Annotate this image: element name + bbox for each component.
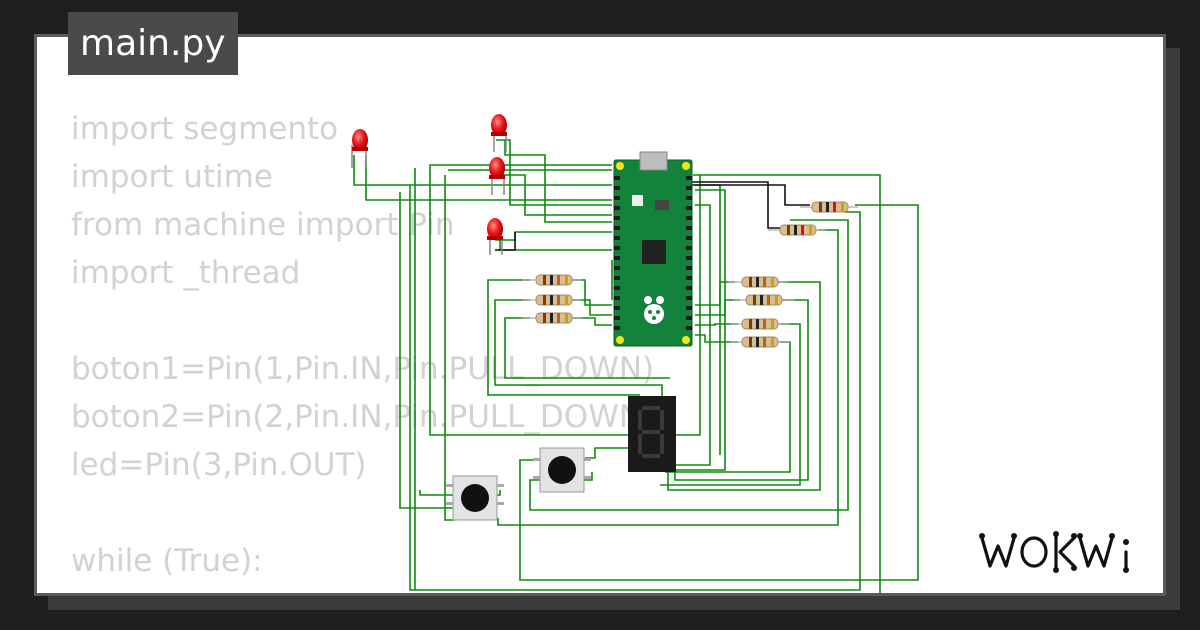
resistor [728,276,788,288]
code-line: boton1=Pin(1,Pin.IN,Pin.PULL_DOWN) [71,351,655,387]
led-3 [489,157,505,195]
resistor [768,224,826,236]
resistor [734,294,794,306]
code-line: import utime [71,159,273,195]
code-line: led=Pin(3,Pin.OUT) [71,447,367,483]
code-line: if boton1.value(): [71,585,654,593]
raspberry-logo-icon [644,296,664,324]
resistor [800,201,858,213]
code-background: import segmento import utime from machine … [71,105,655,593]
resistor [522,312,582,324]
led-1 [351,129,368,168]
code-line: import segmento [71,111,339,147]
led-4 [487,218,503,255]
resistor [730,336,790,348]
file-name-tab: main.py [68,12,238,75]
resistor [522,274,582,286]
seven-segment-display [628,396,676,472]
resistor [522,294,582,306]
raspberry-pi-pico-board [613,151,693,347]
wokwi-logo [976,526,1156,585]
push-button-1 [446,475,504,521]
project-preview-card: import segmento import utime from machine … [34,34,1166,596]
code-line: from machine import Pin [71,207,455,243]
led-2 [491,114,507,152]
code-line: while (True): [71,543,263,579]
code-line: boton2=Pin(2,Pin.IN,Pin.PULL_DOWN) [71,399,655,435]
code-line: import _thread [71,255,301,291]
wires [353,139,919,593]
resistors [522,201,858,348]
resistor [730,318,790,330]
push-button-2 [533,447,591,493]
wokwi-logo-icon [979,531,1129,573]
